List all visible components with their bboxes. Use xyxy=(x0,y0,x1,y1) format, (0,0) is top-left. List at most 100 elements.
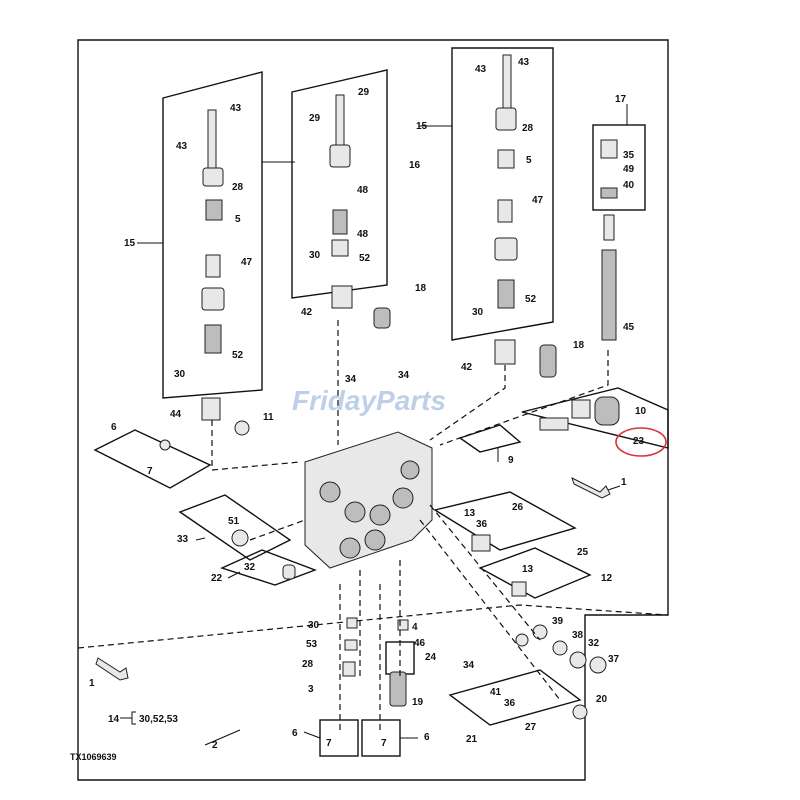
callout-17: 17 xyxy=(615,94,627,105)
inner-boundary xyxy=(77,604,669,649)
main-frame xyxy=(77,39,669,781)
callout-36: 36 xyxy=(504,698,516,709)
kit-items: 30,52,53 xyxy=(139,714,178,725)
callout-28: 28 xyxy=(232,182,244,193)
spool-left-parts xyxy=(201,109,250,436)
callout-30: 30 xyxy=(174,369,186,380)
box-21 xyxy=(448,669,582,726)
callout-47: 47 xyxy=(532,195,544,206)
callout-24: 24 xyxy=(425,652,437,663)
callout-51: 51 xyxy=(228,516,240,527)
callout-23: 23 xyxy=(633,436,645,447)
callout-2: 2 xyxy=(212,740,218,751)
callout-26: 26 xyxy=(512,502,524,513)
callout-5: 5 xyxy=(526,155,532,166)
leader-lines xyxy=(120,104,628,746)
watermark-text: FridayParts xyxy=(292,385,446,416)
callout-11: 11 xyxy=(263,412,274,423)
callout-3: 3 xyxy=(308,684,314,695)
callout-10: 10 xyxy=(635,406,647,417)
callout-44: 44 xyxy=(170,409,182,420)
callout-48: 48 xyxy=(357,185,369,196)
callout-18: 18 xyxy=(415,283,427,294)
callout-48: 48 xyxy=(357,229,369,240)
kit-bracket xyxy=(131,711,136,725)
callout-34: 34 xyxy=(463,660,475,671)
callout-35: 35 xyxy=(623,150,635,161)
bolt-left xyxy=(95,657,129,681)
callout-47: 47 xyxy=(241,257,253,268)
callout-7: 7 xyxy=(147,466,153,477)
callout-32: 32 xyxy=(588,638,600,649)
callout-5: 5 xyxy=(235,214,241,225)
callout-42: 42 xyxy=(301,307,313,318)
highlight-circle xyxy=(615,427,667,457)
valve-body xyxy=(304,431,433,569)
box-33 xyxy=(178,494,292,561)
callout-12: 12 xyxy=(601,573,613,584)
callout-36: 36 xyxy=(476,519,488,530)
callout-52: 52 xyxy=(525,294,537,305)
callout-9: 9 xyxy=(508,455,514,466)
callout-34: 34 xyxy=(398,370,410,381)
callout-46: 46 xyxy=(414,638,426,649)
callout-38: 38 xyxy=(572,630,584,641)
relief-valve-parts xyxy=(600,139,618,341)
callout-43: 43 xyxy=(176,141,188,152)
callout-1: 1 xyxy=(621,477,627,488)
box-22 xyxy=(220,549,317,586)
callout-13: 13 xyxy=(522,564,534,575)
kit-number: 14 xyxy=(108,714,120,725)
exploded-parts-bottom xyxy=(159,439,409,707)
assembly-lines xyxy=(211,320,609,730)
callout-6: 6 xyxy=(111,422,117,433)
callout-20: 20 xyxy=(596,694,608,705)
callout-34: 34 xyxy=(345,374,357,385)
callout-1: 1 xyxy=(89,678,95,689)
callout-33: 33 xyxy=(177,534,189,545)
callout-15: 15 xyxy=(124,238,136,249)
callout-37: 37 xyxy=(608,654,620,665)
box-9 xyxy=(458,424,522,453)
callout-42: 42 xyxy=(461,362,473,373)
callout-53: 53 xyxy=(306,639,318,650)
box-6-top xyxy=(93,429,212,489)
callout-22: 22 xyxy=(211,573,223,584)
callout-6: 6 xyxy=(292,728,298,739)
callout-18: 18 xyxy=(573,340,585,351)
callout-30: 30 xyxy=(308,620,320,631)
callout-39: 39 xyxy=(552,616,564,627)
spool-box-16 xyxy=(291,69,388,299)
box-12 xyxy=(478,547,592,599)
callout-30: 30 xyxy=(472,307,484,318)
callout-52: 52 xyxy=(232,350,244,361)
callout-49: 49 xyxy=(623,164,635,175)
callout-7: 7 xyxy=(326,738,332,749)
callout-6: 6 xyxy=(424,732,430,743)
spool-right-parts xyxy=(494,54,557,378)
callout-16: 16 xyxy=(409,160,421,171)
reference-code: TX1069639 xyxy=(70,752,117,762)
box-26 xyxy=(433,491,577,551)
callout-45: 45 xyxy=(623,322,635,333)
callout-32: 32 xyxy=(244,562,256,573)
callout-13: 13 xyxy=(464,508,476,519)
callout-41: 41 xyxy=(490,687,502,698)
callout-19: 19 xyxy=(412,697,424,708)
callout-28: 28 xyxy=(522,123,534,134)
callout-15: 15 xyxy=(416,121,428,132)
spool-box-left xyxy=(162,71,263,399)
exploded-parts-right xyxy=(471,396,620,720)
callout-52: 52 xyxy=(359,253,371,264)
spool-16-parts xyxy=(329,94,391,329)
callout-43: 43 xyxy=(230,103,242,114)
callout-43: 43 xyxy=(518,57,530,68)
callout-43: 43 xyxy=(475,64,487,75)
spool-box-right xyxy=(451,47,554,341)
callout-30: 30 xyxy=(309,250,321,261)
callout-21: 21 xyxy=(466,734,478,745)
callout-29: 29 xyxy=(309,113,321,124)
kit-box-17 xyxy=(592,124,646,211)
